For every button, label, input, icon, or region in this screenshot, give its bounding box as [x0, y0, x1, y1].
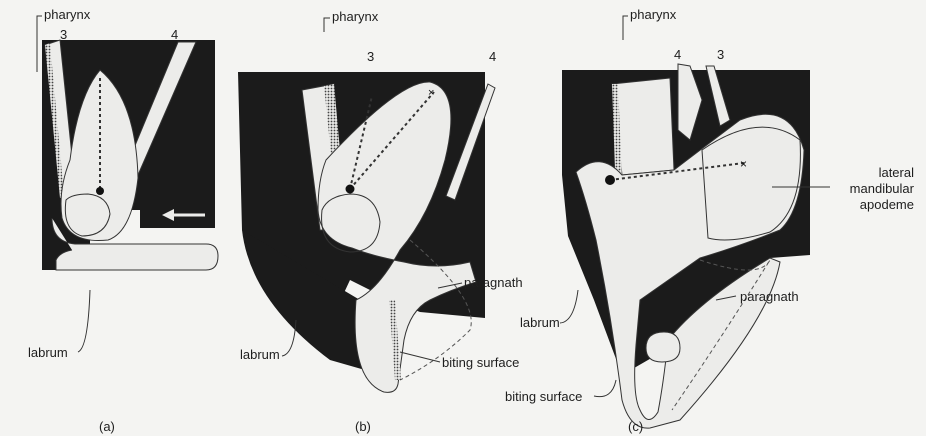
panel-c-biting-leader	[594, 380, 616, 397]
panel-a-pivot	[96, 187, 104, 195]
panel-b-biting-surface-label: biting surface	[442, 356, 519, 369]
panel-a-caption: (a)	[99, 420, 115, 433]
panel-c-paragnath-label: paragnath	[740, 290, 799, 303]
panel-a	[37, 16, 218, 352]
panel-a-number-3: 3	[60, 28, 67, 41]
panel-b-caption: (b)	[355, 420, 371, 433]
panel-c-apodeme-label-2: mandibular	[850, 182, 914, 195]
panel-b-paragnath-label: paragnath	[464, 276, 523, 289]
panel-b-biting-leader	[400, 352, 440, 362]
panel-c-apodeme-label-3: apodeme	[860, 198, 914, 211]
panel-c: ×	[560, 16, 830, 428]
panel-c-oval	[646, 332, 680, 362]
panel-c-pharynx-leader	[623, 16, 628, 40]
panel-c-number-4: 4	[674, 48, 681, 61]
panel-c-labrum-label: labrum	[520, 316, 560, 329]
panel-c-caption: (c)	[628, 420, 643, 433]
panel-b-pivot	[346, 185, 355, 194]
panel-c-pivot	[605, 175, 615, 185]
panel-c-biting-surface-label: biting surface	[505, 390, 582, 403]
panel-c-pharynx-label: pharynx	[630, 8, 676, 21]
panel-a-pharynx-leader	[37, 16, 42, 72]
panel-c-apodeme-label-1: lateral	[879, 166, 914, 179]
panel-c-pharynx	[612, 78, 674, 175]
panel-b-pharynx-label: pharynx	[332, 10, 378, 23]
panel-a-pharynx-label: pharynx	[44, 8, 90, 21]
panel-b: ×	[238, 18, 495, 392]
panel-c-labrum-leader	[560, 290, 578, 323]
panel-b-labrum-label: labrum	[240, 348, 280, 361]
panel-b-pharynx-leader	[324, 18, 330, 32]
panel-b-cross-mark: ×	[428, 87, 434, 99]
panel-c-cross-mark: ×	[740, 157, 747, 171]
panel-b-number-4: 4	[489, 50, 496, 63]
panel-c-number-3: 3	[717, 48, 724, 61]
panel-a-number-4: 4	[171, 28, 178, 41]
panel-b-number-3: 3	[367, 50, 374, 63]
panel-a-labrum-leader	[78, 290, 90, 352]
panel-a-labrum-label: labrum	[28, 346, 68, 359]
